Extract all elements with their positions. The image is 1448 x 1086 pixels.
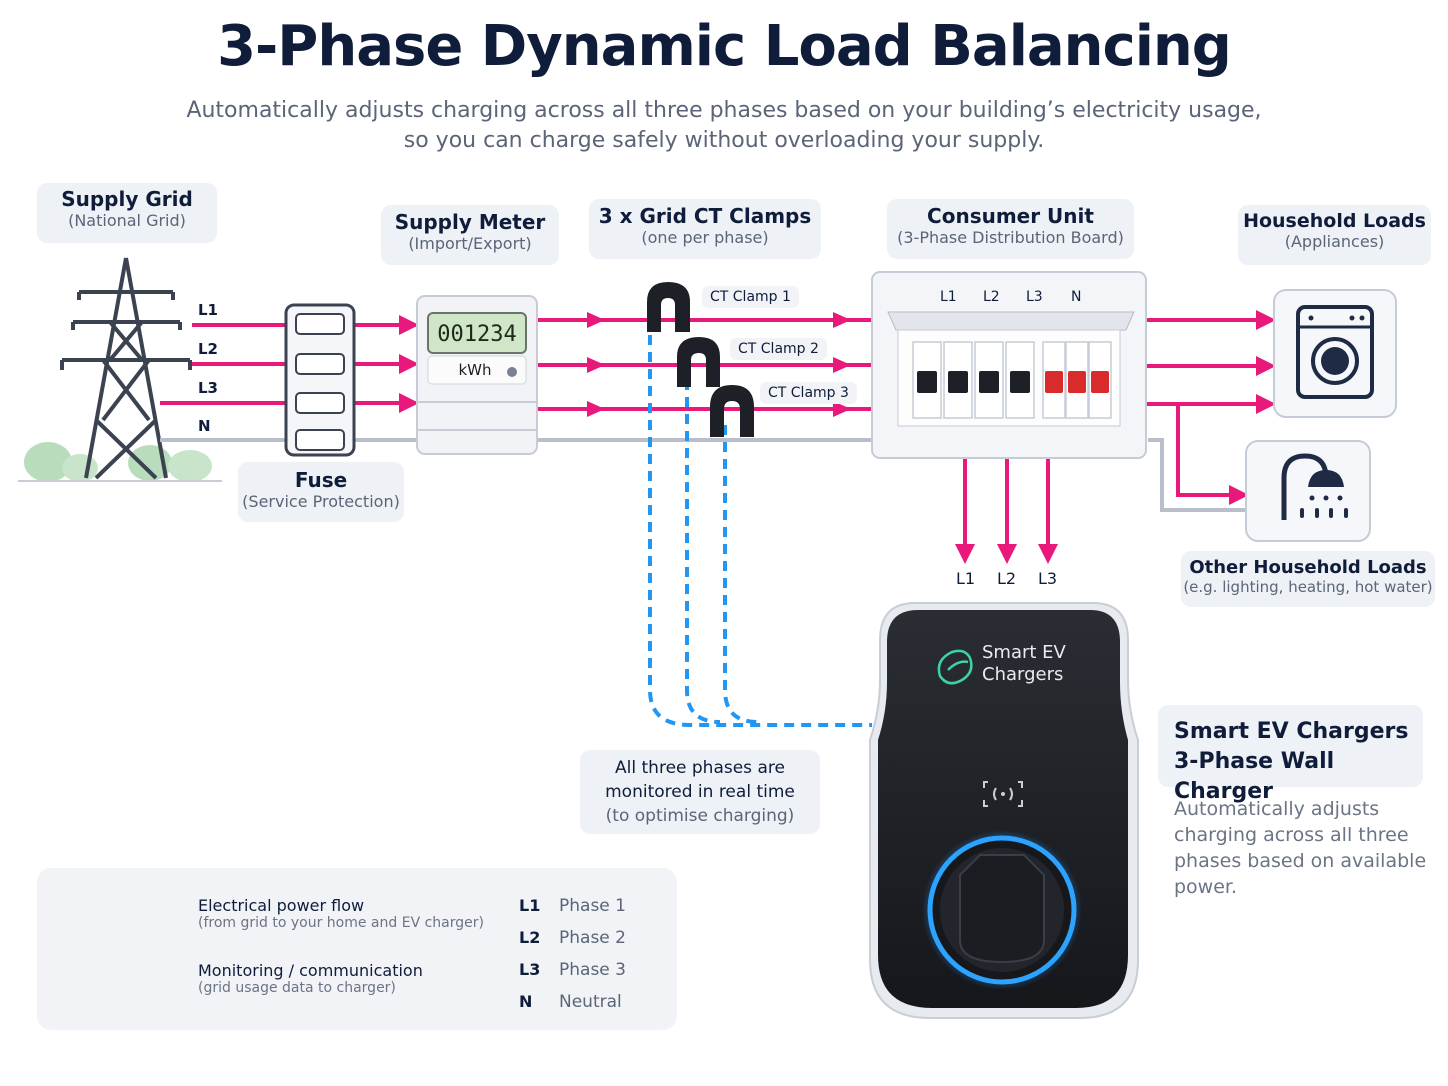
supply-grid-sub: (National Grid) [68, 211, 186, 230]
charger-brand: Smart EV Chargers [982, 642, 1066, 686]
supply-meter-title: Supply Meter [394, 210, 546, 234]
ct-clamp-icons [647, 282, 754, 437]
pylon-icon [60, 257, 192, 480]
charger-card: Smart EV Chargers 3-Phase Wall Charger [1158, 705, 1423, 804]
charger-feed-l1: L1 [956, 569, 976, 588]
cu-terminal-l1: L1 [940, 289, 957, 305]
household-loads-box: Household Loads (Appliances) [1238, 205, 1431, 265]
monitor-note-line2: monitored in real time [605, 782, 795, 802]
legend-phase-value: Phase 1 [559, 896, 626, 916]
other-loads-title: Other Household Loads [1189, 557, 1427, 578]
other-loads-box: Other Household Loads (e.g. lighting, he… [1181, 551, 1435, 607]
supply-meter-box: Supply Meter (Import/Export) [381, 205, 559, 265]
ct-clamps-title: 3 x Grid CT Clamps [598, 204, 812, 228]
mid-arrowheads [587, 312, 851, 417]
cu-terminal-l2: L2 [983, 289, 1000, 305]
ct-clamp-2-label: CT Clamp 2 [730, 338, 827, 360]
charger-card-title: Smart EV Chargers 3-Phase Wall Charger [1174, 717, 1423, 807]
charger-feed-l2: L2 [997, 569, 1017, 588]
legend-power: Electrical power flow (from grid to your… [198, 896, 484, 931]
consumer-unit-icon [871, 271, 1147, 459]
washing-machine-icon [1273, 289, 1397, 418]
charger-desc-line1: Automatically adjusts [1174, 798, 1380, 820]
supply-grid-title: Supply Grid [61, 187, 193, 211]
legend-power-sub: (from grid to your home and EV charger) [198, 915, 484, 931]
household-loads-title: Household Loads [1243, 210, 1426, 232]
consumer-unit-title: Consumer Unit [927, 204, 1094, 228]
fuse-sub: (Service Protection) [242, 492, 400, 511]
monitor-note-line3: (to optimise charging) [605, 806, 795, 826]
ct-clamp-1-label: CT Clamp 1 [702, 286, 799, 308]
bushes-icon [18, 442, 222, 482]
supply-meter-sub: (Import/Export) [408, 234, 532, 253]
legend-phase-key: N [519, 992, 533, 1011]
monitor-note-line1: All three phases are [615, 758, 785, 778]
household-loads-sub: (Appliances) [1284, 232, 1385, 251]
legend-phase-row: L2 Phase 2 [519, 922, 626, 954]
line-label-n: N [198, 417, 211, 435]
ct-clamps-sub: (one per phase) [641, 228, 769, 247]
legend-phase-value: Neutral [559, 992, 622, 1012]
meter-unit: kWh [458, 361, 492, 379]
line-label-l3: L3 [198, 379, 218, 397]
subtitle-line-2: so you can charge safely without overloa… [403, 128, 1045, 153]
line-label-l2: L2 [198, 340, 218, 358]
page-title: 3-Phase Dynamic Load Balancing [217, 14, 1232, 79]
legend-panel [37, 868, 677, 1030]
shower-icon [1245, 440, 1371, 542]
charger-desc-line3: phases based on available [1174, 850, 1427, 872]
consumer-unit-box: Consumer Unit (3-Phase Distribution Boar… [887, 199, 1134, 259]
charger-feed-l3: L3 [1038, 569, 1058, 588]
ev-charger-icon [869, 602, 1139, 1019]
fuse-title: Fuse [294, 468, 348, 492]
fuse-icon [284, 303, 356, 457]
legend-phase-row: L1 Phase 1 [519, 890, 626, 922]
cu-terminal-n: N [1071, 289, 1082, 305]
subtitle-line-1: Automatically adjusts charging across al… [186, 98, 1262, 123]
page-subtitle: Automatically adjusts charging across al… [0, 96, 1448, 156]
supply-grid-box: Supply Grid (National Grid) [37, 183, 217, 243]
meter-icon [416, 295, 538, 455]
fuse-box: Fuse (Service Protection) [238, 462, 404, 522]
legend-phase-value: Phase 3 [559, 960, 626, 980]
monitor-note-box: All three phases are monitored in real t… [580, 750, 820, 834]
legend-phase-key: L1 [519, 896, 541, 915]
legend-phase-key: L2 [519, 928, 541, 947]
charger-description: Automatically adjusts charging across al… [1174, 796, 1426, 900]
legend-monitor-sub: (grid usage data to charger) [198, 980, 396, 996]
legend-phase-row: L3 Phase 3 [519, 954, 626, 986]
charger-brand-line2: Chargers [982, 664, 1064, 685]
charger-desc-line2: charging across all three [1174, 824, 1409, 846]
charger-desc-line4: power. [1174, 876, 1238, 898]
meter-reading: 001234 [437, 322, 517, 347]
consumer-unit-sub: (3-Phase Distribution Board) [897, 228, 1124, 247]
legend-monitor: Monitoring / communication (grid usage d… [198, 961, 423, 996]
ct-clamp-3-label: CT Clamp 3 [760, 382, 857, 404]
legend-phase-list: L1 Phase 1 L2 Phase 2 L3 Phase 3 N Neutral [519, 890, 626, 1018]
charger-brand-line1: Smart EV [982, 642, 1066, 663]
line-label-l1: L1 [198, 301, 218, 319]
legend-power-title: Electrical power flow [198, 896, 365, 915]
charger-card-title-line2: 3-Phase Wall Charger [1174, 749, 1335, 804]
cu-terminal-l3: L3 [1026, 289, 1043, 305]
ct-clamps-box: 3 x Grid CT Clamps (one per phase) [589, 199, 821, 259]
legend-monitor-title: Monitoring / communication [198, 961, 423, 980]
legend-phase-value: Phase 2 [559, 928, 626, 948]
legend-phase-row: N Neutral [519, 986, 626, 1018]
legend-phase-key: L3 [519, 960, 541, 979]
charger-card-title-line1: Smart EV Chargers [1174, 719, 1409, 744]
monitoring-lines [648, 335, 872, 727]
other-loads-sub: (e.g. lighting, heating, hot water) [1183, 578, 1433, 596]
